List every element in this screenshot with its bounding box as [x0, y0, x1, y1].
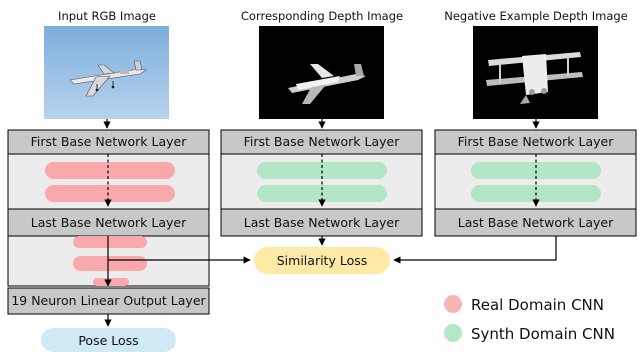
pose-loss-node — [41, 328, 176, 352]
negative-to-similarity-arrow — [393, 236, 557, 264]
jet-silhouette-icon — [288, 64, 366, 104]
output-layer — [7, 287, 210, 315]
rgb-last-layer-label: Last Base Network Layer — [31, 215, 187, 230]
rgb-image-caption: Input RGB Image — [58, 9, 156, 23]
jet-icon — [69, 60, 147, 97]
synth-negative-column: First Base Network Layer Last Base Netwo… — [434, 129, 637, 237]
depth-image — [259, 26, 384, 119]
depth-last-layer-label: Last Base Network Layer — [244, 215, 400, 230]
negative-last-layer — [434, 208, 637, 237]
depth-first-layer-label: First Base Network Layer — [244, 134, 401, 149]
pose-loss-label: Pose Loss — [78, 333, 138, 348]
legend-label-real: Real Domain CNN — [471, 296, 604, 314]
biplane-silhouette-icon — [486, 52, 583, 104]
real-neuron-bar — [45, 185, 175, 202]
similarity-loss-label: Similarity Loss — [277, 253, 368, 268]
real-head-bar — [73, 256, 147, 271]
real-domain-column: First Base Network Layer Last Base Netwo… — [7, 129, 210, 352]
real-head-bar — [73, 236, 147, 248]
similarity-loss-node — [254, 247, 390, 274]
rgb-first-layer — [7, 129, 210, 155]
output-layer-label: 19 Neuron Linear Output Layer — [11, 293, 206, 308]
negative-last-layer-label: Last Base Network Layer — [458, 215, 614, 230]
depth-image-caption: Corresponding Depth Image — [241, 9, 403, 23]
depth-first-layer — [220, 129, 423, 155]
rgb-last-layer — [7, 208, 210, 237]
negative-first-layer-label: First Base Network Layer — [458, 134, 615, 149]
synth-depth-column: First Base Network Layer Last Base Netwo… — [220, 129, 423, 246]
negative-first-layer — [434, 129, 637, 155]
legend-swatch-synth — [444, 324, 462, 342]
negative-image-caption: Negative Example Depth Image — [444, 9, 628, 23]
real-neuron-bar — [45, 162, 175, 179]
rgb-image — [44, 26, 169, 119]
legend-label-synth: Synth Domain CNN — [471, 325, 615, 343]
negative-image — [473, 26, 598, 119]
rgb-first-layer-label: First Base Network Layer — [31, 134, 188, 149]
legend-swatch-real — [444, 295, 462, 313]
real-head-bar — [93, 278, 129, 286]
legend: Real Domain CNN Synth Domain CNN — [444, 295, 615, 343]
